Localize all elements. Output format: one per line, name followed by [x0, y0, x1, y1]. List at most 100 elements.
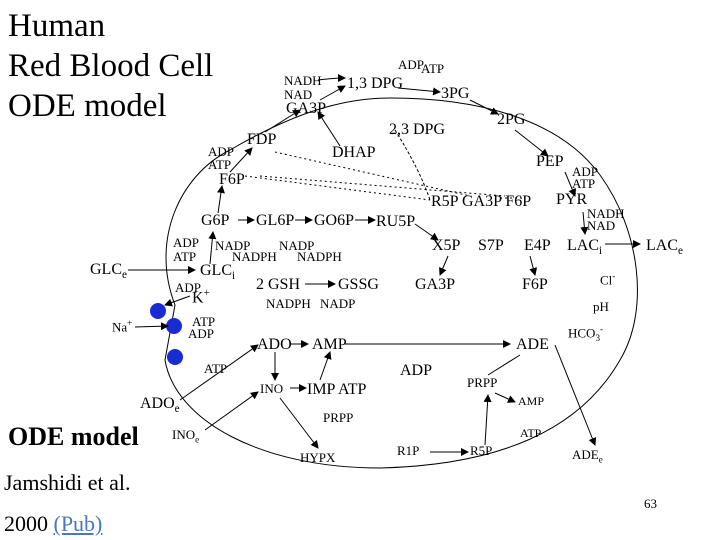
label-fdp: FDP: [247, 131, 277, 148]
title-line-1: Human: [8, 8, 106, 44]
label-ade: ADE: [516, 336, 549, 353]
label-k: K+: [192, 287, 210, 307]
citation-authors: Jamshidi et al.: [4, 470, 131, 495]
pubmed-link[interactable]: (Pub): [53, 511, 103, 536]
label-g6p: G6P: [201, 212, 230, 229]
label-atp-right: ATP: [520, 426, 542, 440]
label-adp-k: ADP: [175, 280, 202, 295]
reaction-prpp-amp: [494, 392, 516, 403]
na-k-pump-top: [150, 303, 166, 319]
label-3pg: 3PG: [441, 85, 470, 102]
label-ino: INO: [260, 381, 284, 396]
citation-year-line: 2000 (Pub): [4, 513, 102, 535]
label-glc-i: GLCi: [200, 262, 236, 283]
label-nadph-2: NADPH: [297, 249, 342, 264]
label-adp-mid: ADP: [400, 362, 433, 379]
reaction-f6p-fdp: [229, 147, 253, 173]
label-na: Na+: [112, 318, 133, 335]
label-x5p: X5P: [432, 237, 461, 254]
label-hypx: HYPX: [300, 450, 336, 465]
slide-number: 63: [644, 496, 657, 511]
pentose-link-1: [244, 175, 431, 201]
reaction-nadh-13dpg: [317, 74, 346, 83]
subtitle: ODE model: [8, 422, 139, 451]
label-nadp-2: NADP: [279, 238, 315, 253]
transport-k: [164, 295, 191, 307]
label-nadp-gsh: NADP: [320, 296, 356, 311]
label-ado: ADO: [257, 336, 292, 353]
title-line-3: ODE model: [8, 88, 167, 124]
reaction-dhap-ga3p: [317, 111, 341, 147]
label-glc-e: GLCe: [90, 261, 127, 282]
transport-na: [134, 322, 169, 331]
label-gl6p: GL6P: [256, 212, 295, 229]
label-nadph-1: NADPH: [232, 249, 277, 264]
label-atp-left: ATP: [204, 361, 228, 376]
label-atp-f6p: ATP: [208, 157, 232, 172]
label-ph: pH: [593, 299, 609, 314]
label-go6p: GO6P: [314, 212, 355, 229]
label-prpp-low: PRPP: [323, 410, 354, 425]
label-f6p: F6P: [219, 171, 245, 188]
label-atp-na: ATP: [192, 314, 216, 329]
label-pep: PEP: [536, 153, 564, 170]
label-nadh-pyr: NADH: [587, 206, 625, 221]
reaction-ru5p-x5p: [414, 223, 439, 241]
label-f6p-2: F6P: [522, 276, 548, 293]
citation-year: 2000: [4, 511, 48, 536]
label-nad-pyr: NAD: [587, 218, 616, 233]
reaction-pyr-laci: [580, 211, 589, 235]
label-pyr: PYR: [556, 191, 588, 208]
label-ado-e: ADOe: [140, 395, 180, 416]
label-atp-top: ATP: [421, 61, 445, 76]
label-dhap: DHAP: [332, 144, 376, 161]
label-amp-right: AMP: [518, 394, 545, 408]
label-ga3p: GA3P: [286, 100, 327, 117]
reaction-ino-hypx: [279, 397, 319, 449]
reaction-13dpg-3pg: [397, 87, 441, 96]
reaction-x5p-ga3p2: [439, 255, 449, 276]
label-ga3p-2: GA3P: [415, 276, 456, 293]
label-gssg: GSSG: [338, 276, 379, 293]
label-nad-top: NAD: [284, 87, 313, 102]
label-nadh-top: NADH: [284, 73, 322, 88]
reaction-glycolysis-link: [394, 129, 431, 201]
title-line-2: Red Blood Cell: [8, 48, 214, 84]
label-13dpg: 1,3 DPG: [347, 75, 404, 92]
reaction-e4p-f6p2: [529, 255, 538, 276]
label-ino-e: INOe: [172, 427, 200, 445]
reaction-adoe-ado: [179, 344, 259, 401]
label-adp-na: ADP: [188, 326, 215, 341]
page-title: Human Red Blood Cell ODE model: [8, 6, 213, 126]
reaction-3pg-2pg: [469, 99, 499, 115]
reaction-glci-g6p: [208, 231, 217, 265]
label-r1p: R1P: [397, 443, 420, 458]
reaction-ga3p-13dpg: [319, 85, 346, 101]
label-e4p: E4P: [524, 237, 551, 254]
label-s7p: S7P: [478, 237, 504, 254]
reaction-imp-amp: [319, 351, 332, 381]
label-prpp-right: PRPP: [467, 375, 498, 390]
label-adp-g6p: ADP: [173, 235, 200, 250]
reaction-inoe-ino: [204, 391, 259, 431]
transporters: [150, 303, 183, 365]
label-lac-i: LACi: [567, 237, 603, 258]
label-23dpg: 2,3 DPG: [389, 121, 446, 138]
reaction-pep-pyr: [564, 171, 576, 197]
pentose-link-3: [274, 151, 471, 197]
cell-membrane: [164, 97, 638, 469]
na-k-pump-low: [167, 349, 183, 365]
reaction-ade-adee: [554, 344, 597, 446]
label-imp-atp: IMP ATP: [307, 381, 367, 398]
label-r5p: R5P: [470, 443, 493, 458]
pentose-link-2: [259, 175, 506, 197]
label-nadp-1: NADP: [215, 238, 251, 253]
label-ade-e: ADEe: [572, 447, 603, 465]
label-gsh: 2 GSH: [256, 276, 301, 293]
na-k-pump-mid: [166, 318, 182, 334]
reaction-ade-prpp: [487, 354, 521, 376]
label-r5p-ga3p-f6p: R5P GA3P F6P: [431, 193, 532, 210]
label-atp-pep: ATP: [572, 176, 596, 191]
